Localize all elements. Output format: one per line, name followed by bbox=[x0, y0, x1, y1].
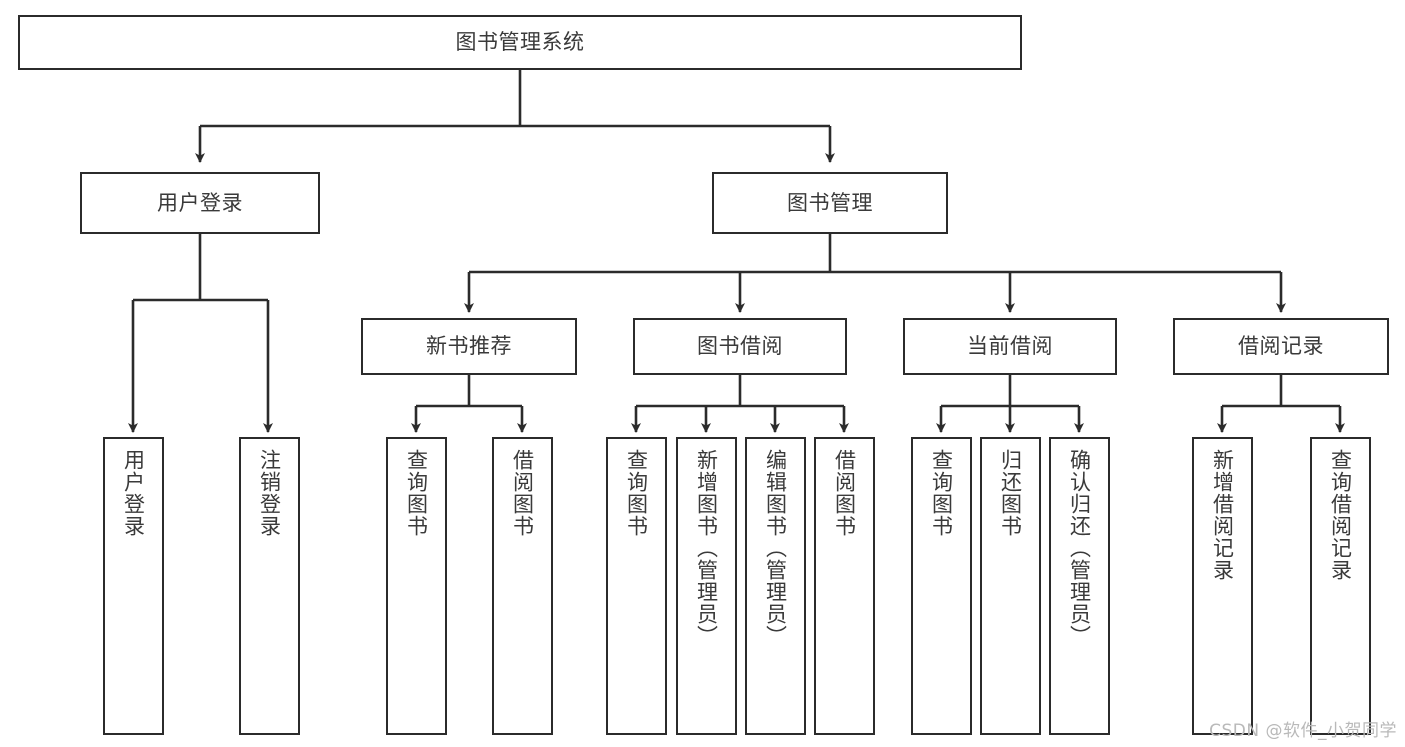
leaf-current-return-book[interactable]: 归还图书 bbox=[980, 437, 1041, 735]
leaf-current-query-book-label: 查询图书 bbox=[929, 449, 954, 537]
leaf-newbook-borrow-book-label: 借阅图书 bbox=[510, 449, 535, 537]
node-book-borrow[interactable]: 图书借阅 bbox=[633, 318, 847, 375]
node-borrow-record[interactable]: 借阅记录 bbox=[1173, 318, 1389, 375]
leaf-record-add-record[interactable]: 新增借阅记录 bbox=[1192, 437, 1253, 735]
leaf-current-return-book-label: 归还图书 bbox=[998, 449, 1023, 537]
leaf-newbook-query-book-label: 查询图书 bbox=[404, 449, 429, 537]
leaf-user-logout-label: 注销登录 bbox=[257, 449, 282, 537]
leaf-record-add-record-label: 新增借阅记录 bbox=[1210, 449, 1235, 581]
node-book-management-label: 图书管理 bbox=[787, 190, 873, 215]
leaf-current-confirm-return-admin-label: 确认归还（管理员） bbox=[1067, 449, 1092, 647]
leaf-newbook-borrow-book[interactable]: 借阅图书 bbox=[492, 437, 553, 735]
leaf-user-login[interactable]: 用户登录 bbox=[103, 437, 164, 735]
node-current-borrow[interactable]: 当前借阅 bbox=[903, 318, 1117, 375]
leaf-user-login-label: 用户登录 bbox=[121, 449, 146, 537]
leaf-borrow-add-book-admin-label: 新增图书（管理员） bbox=[694, 449, 719, 647]
node-book-borrow-label: 图书借阅 bbox=[697, 334, 783, 359]
node-user-login[interactable]: 用户登录 bbox=[80, 172, 320, 234]
leaf-borrow-edit-book-admin-label: 编辑图书（管理员） bbox=[763, 449, 788, 647]
leaf-borrow-query-book[interactable]: 查询图书 bbox=[606, 437, 667, 735]
node-new-book-recommend[interactable]: 新书推荐 bbox=[361, 318, 577, 375]
leaf-newbook-query-book[interactable]: 查询图书 bbox=[386, 437, 447, 735]
leaf-borrow-add-book-admin[interactable]: 新增图书（管理员） bbox=[676, 437, 737, 735]
node-borrow-record-label: 借阅记录 bbox=[1238, 334, 1324, 359]
leaf-record-query-record-label: 查询借阅记录 bbox=[1328, 449, 1353, 581]
node-root-system[interactable]: 图书管理系统 bbox=[18, 15, 1022, 70]
leaf-borrow-edit-book-admin[interactable]: 编辑图书（管理员） bbox=[745, 437, 806, 735]
node-current-borrow-label: 当前借阅 bbox=[967, 334, 1053, 359]
leaf-record-query-record[interactable]: 查询借阅记录 bbox=[1310, 437, 1371, 735]
leaf-borrow-borrow-book[interactable]: 借阅图书 bbox=[814, 437, 875, 735]
node-book-management[interactable]: 图书管理 bbox=[712, 172, 948, 234]
leaf-current-confirm-return-admin[interactable]: 确认归还（管理员） bbox=[1049, 437, 1110, 735]
node-root-system-label: 图书管理系统 bbox=[455, 30, 585, 55]
leaf-borrow-borrow-book-label: 借阅图书 bbox=[832, 449, 857, 537]
leaf-borrow-query-book-label: 查询图书 bbox=[624, 449, 649, 537]
csdn-watermark: CSDN @软件_小贺同学 bbox=[1209, 721, 1397, 741]
leaf-user-logout[interactable]: 注销登录 bbox=[239, 437, 300, 735]
node-new-book-recommend-label: 新书推荐 bbox=[426, 334, 512, 359]
node-user-login-label: 用户登录 bbox=[157, 190, 243, 215]
leaf-current-query-book[interactable]: 查询图书 bbox=[911, 437, 972, 735]
